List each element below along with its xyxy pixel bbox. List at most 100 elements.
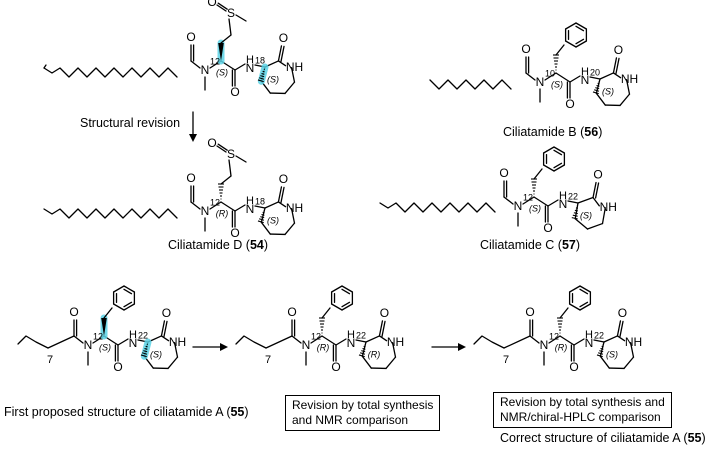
bond: [48, 336, 74, 348]
atom-label: N: [581, 73, 590, 87]
stereo-label: (S): [99, 342, 111, 352]
bond: [266, 336, 292, 348]
bond: [617, 336, 624, 341]
bond: [604, 336, 617, 342]
atom-label: O: [618, 306, 627, 320]
atom-label: N: [246, 202, 255, 216]
atom-label: O: [331, 360, 340, 374]
hash-bond: [572, 218, 578, 219]
revision-box-nmr-line1: Revision by total synthesis: [292, 398, 433, 413]
atom-label: S: [227, 147, 235, 161]
bond: [124, 286, 134, 292]
bond: [278, 61, 285, 66]
bond: [544, 147, 554, 153]
hash-bond: [360, 353, 365, 354]
bond: [229, 160, 231, 176]
revision-box-hplc-line2: NMR/chiral-HPLC comparison: [500, 410, 665, 425]
bond: [221, 176, 231, 184]
bond: [504, 336, 530, 348]
bond-chain: [430, 80, 511, 89]
revision-arrow: [189, 112, 197, 142]
stereo-label: (R): [317, 342, 330, 352]
bond: [600, 73, 613, 79]
hash-bond: [573, 215, 578, 216]
structural-revision-label: Structural revision: [80, 116, 180, 130]
bond: [534, 169, 542, 179]
bond: [620, 94, 629, 105]
bond: [570, 304, 580, 310]
bond: [236, 156, 246, 162]
bond: [285, 223, 294, 234]
bond: [530, 336, 539, 343]
atom-label: NH: [600, 200, 617, 214]
revision-box-hplc-line1: Revision by total synthesis and: [500, 395, 665, 410]
bond-chain: [236, 336, 266, 348]
forward-arrows: [193, 343, 466, 351]
bond: [566, 41, 576, 47]
correct-structure-caption: Correct structure of ciliatamide A (55): [500, 431, 706, 445]
bond: [236, 15, 246, 21]
hash-bond: [602, 346, 604, 347]
atom-number: 12: [210, 56, 220, 66]
bond: [580, 304, 590, 310]
stereo-label: (S): [216, 67, 228, 77]
hash-bond: [263, 212, 265, 213]
bond: [613, 73, 620, 78]
atom-label: O: [593, 168, 602, 182]
bond: [332, 286, 342, 292]
bond: [574, 339, 584, 345]
atom-label: N: [201, 204, 210, 218]
atom-label: O: [525, 305, 534, 319]
atom-label: N: [540, 338, 549, 352]
bond: [576, 41, 586, 47]
atom-label: O: [113, 360, 122, 374]
atom-number: 20: [590, 67, 600, 77]
ciliatamide-d-caption: Ciliatamide D (54): [168, 238, 268, 252]
bond: [104, 308, 112, 318]
hash-bond: [599, 351, 603, 352]
bond-chain: [44, 65, 46, 68]
atom-number: 12: [210, 197, 220, 207]
atom-label: NH: [625, 335, 642, 349]
stereo-label: (S): [150, 349, 162, 359]
bond-chain: [474, 336, 504, 348]
atom-label: O: [543, 221, 552, 235]
bond: [74, 336, 83, 343]
bond: [235, 64, 245, 70]
atom-number: 22: [568, 191, 578, 201]
stereo-label: (S): [267, 74, 279, 84]
atom-label: N: [536, 75, 545, 89]
atom-label: O: [207, 136, 216, 150]
atom-label: O: [162, 306, 171, 320]
atom-label: O: [287, 305, 296, 319]
atom-label: N: [302, 338, 311, 352]
bond: [322, 308, 330, 318]
bond: [191, 61, 200, 68]
hash-bond: [574, 213, 578, 214]
bond: [576, 23, 586, 29]
bond: [265, 202, 278, 208]
hash-bond: [594, 90, 599, 91]
hash-bond: [364, 346, 366, 347]
bond: [587, 224, 602, 229]
bond: [235, 205, 245, 211]
bond: [168, 357, 177, 368]
atom-label: O: [279, 172, 288, 186]
stereo-label: (S): [529, 203, 541, 213]
bond-chain: [44, 209, 177, 218]
atom-label: N: [585, 336, 594, 350]
bond: [292, 336, 301, 343]
hash-bond: [598, 353, 603, 354]
atom-label: O: [279, 31, 288, 45]
atom-number: 12: [311, 331, 321, 341]
bond: [386, 357, 395, 368]
atom-label: O: [230, 85, 239, 99]
bond-chain: [18, 336, 48, 348]
bond: [114, 286, 124, 292]
ciliatamide-b-caption: Ciliatamide B (56): [503, 125, 602, 139]
bond: [624, 357, 633, 368]
